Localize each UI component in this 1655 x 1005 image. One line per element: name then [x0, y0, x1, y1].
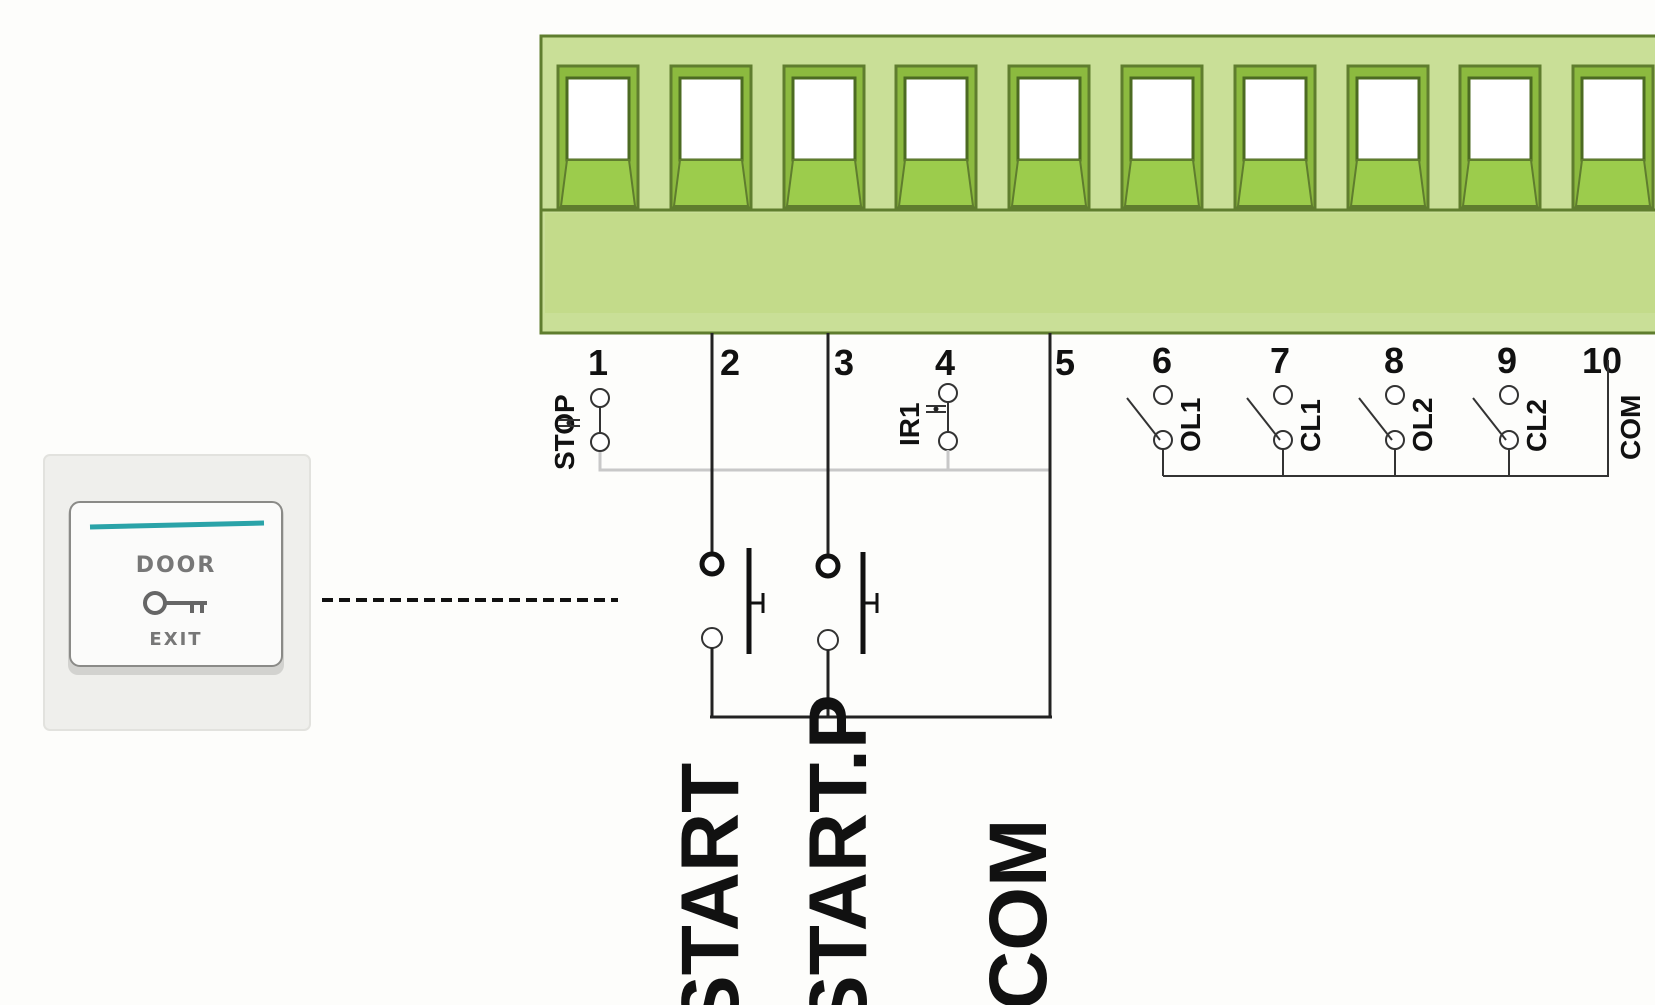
exit-button-bottom-text: EXIT	[149, 629, 202, 650]
start-p-node-top	[815, 553, 841, 579]
terminal-slot-5	[1007, 64, 1091, 210]
terminal-slots	[556, 64, 1655, 210]
com-small-label: COM	[1615, 395, 1646, 460]
stop-node-bottom	[590, 432, 610, 452]
stop-contact: STOP	[549, 388, 610, 470]
terminal-number-5: 5	[1055, 342, 1075, 383]
terminal-numbers: 1 2 3 4 5 6 7 8 9 10	[588, 340, 1622, 383]
terminal-slot-7	[1233, 64, 1317, 210]
terminal-slot-8	[1346, 64, 1430, 210]
limit-switch-ol2: OL2	[1358, 385, 1438, 476]
ol2-switch-lever	[1358, 397, 1393, 441]
safety-common-wire	[598, 452, 1050, 472]
terminal-slot-9	[1458, 64, 1542, 210]
terminal-number-9: 9	[1497, 340, 1517, 381]
stop-node-top	[590, 388, 610, 408]
cl1-switch-lever	[1246, 397, 1281, 441]
terminal-slot-3	[782, 64, 866, 210]
key-icon	[143, 591, 207, 615]
start-node-top	[699, 551, 725, 577]
start-push-button-symbol	[699, 548, 765, 717]
start-p-push-button-symbol	[815, 552, 879, 717]
cl2-node-bottom	[1499, 430, 1519, 450]
terminal-number-2: 2	[720, 342, 740, 383]
terminal-number-4: 4	[935, 342, 955, 383]
cl2-node-top	[1499, 385, 1519, 405]
ir1-label: IR1	[894, 402, 925, 446]
limit-switch-cl1: CL1	[1246, 385, 1326, 476]
ol1-label: OL1	[1175, 398, 1206, 452]
cl1-node-bottom	[1273, 430, 1293, 450]
start-label: START	[665, 763, 756, 1005]
com-big-label: COM	[973, 819, 1064, 1005]
ir1-contact-dot	[933, 406, 939, 412]
start-p-node-bottom	[817, 629, 839, 651]
terminal-number-8: 8	[1384, 340, 1404, 381]
cl1-label: CL1	[1295, 399, 1326, 452]
cl1-node-top	[1273, 385, 1293, 405]
exit-button-top-text: DOOR	[136, 553, 217, 578]
exit-button-accent-line	[89, 520, 265, 530]
terminal-number-3: 3	[834, 342, 854, 383]
terminal-slot-10	[1571, 64, 1655, 210]
terminal-number-6: 6	[1152, 340, 1172, 381]
terminal-slot-4	[894, 64, 978, 210]
terminal-slot-1	[556, 64, 640, 210]
door-exit-button: DOOR EXIT	[43, 454, 311, 731]
cl2-label: CL2	[1521, 399, 1552, 452]
ol1-node-bottom	[1153, 430, 1173, 450]
ol1-node-top	[1153, 385, 1173, 405]
cl2-switch-lever	[1472, 397, 1507, 441]
limit-common-wire	[1163, 360, 1609, 477]
terminal-number-1: 1	[588, 342, 608, 383]
ir1-contact: IR1	[894, 383, 958, 451]
terminal-slot-6	[1120, 64, 1204, 210]
terminal-block-lower	[545, 213, 1655, 313]
terminal-number-10: 10	[1582, 340, 1622, 381]
ol2-node-top	[1385, 385, 1405, 405]
terminal-slot-2	[669, 64, 753, 210]
ir1-node-bottom	[938, 431, 958, 451]
ol1-switch-lever	[1126, 397, 1161, 441]
terminal-number-7: 7	[1270, 340, 1290, 381]
ol2-label: OL2	[1407, 398, 1438, 452]
stop-label: STOP	[549, 394, 580, 470]
limit-switch-ol1: OL1	[1126, 385, 1206, 476]
terminal-block	[539, 34, 1655, 335]
limit-switch-cl2: CL2	[1472, 385, 1552, 476]
ir1-node-top	[938, 383, 958, 403]
start-node-bottom	[701, 627, 723, 649]
ol2-node-bottom	[1385, 430, 1405, 450]
stop-contact-dot	[566, 420, 572, 426]
start-p-label: START.P	[793, 694, 884, 1005]
exit-button-face	[69, 501, 283, 667]
